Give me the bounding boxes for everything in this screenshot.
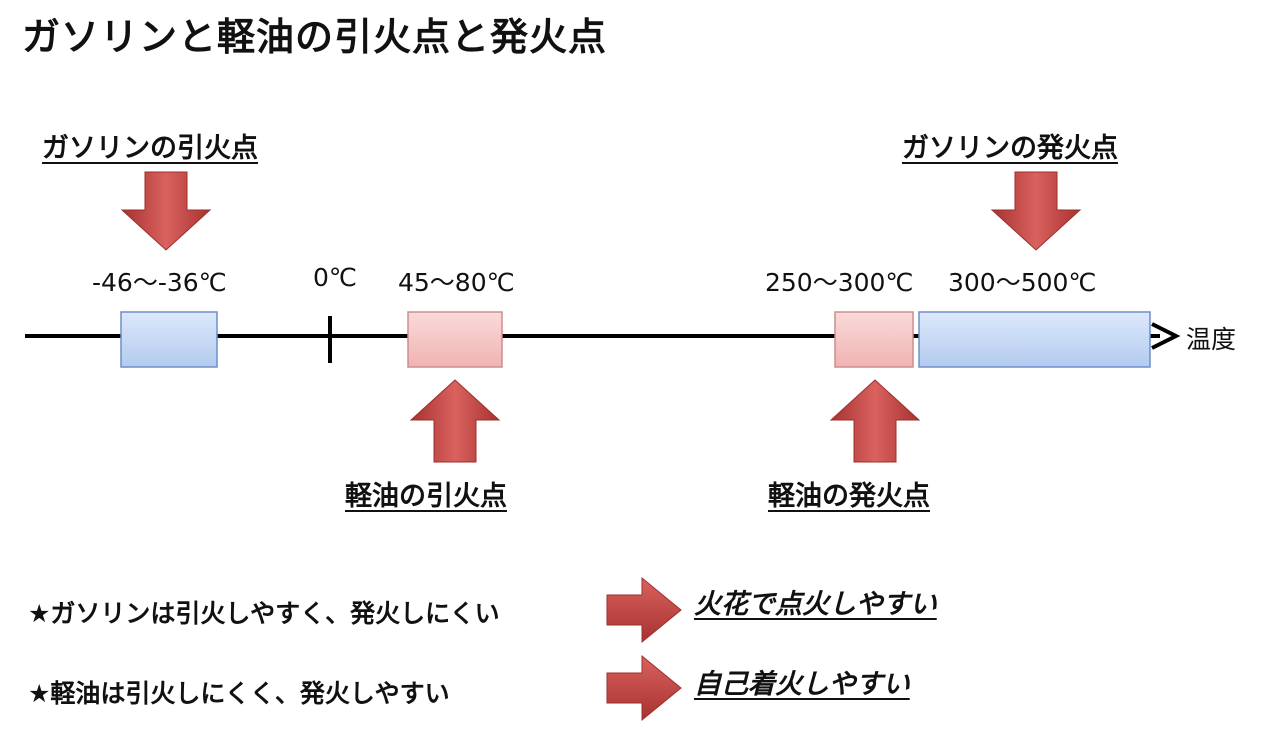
zero-degree-label: 0℃	[313, 263, 357, 292]
gasoline-ignition-range-box	[918, 311, 1151, 368]
note-2-statement: ★軽油は引火しにくく、発火しやすい	[28, 679, 450, 708]
note-2-result: 自己着火しやすい	[694, 669, 910, 700]
diesel-flash-range-label: 45〜80℃	[398, 268, 515, 297]
diesel-flash-range-box	[407, 311, 503, 368]
axis-label: 温度	[1186, 325, 1237, 354]
diesel-ignition-up-arrow-icon	[829, 379, 921, 463]
diesel-ignition-point-label: 軽油の発火点	[768, 481, 930, 512]
gasoline-flash-down-arrow-icon	[120, 171, 212, 251]
gasoline-flash-range-box	[120, 311, 218, 368]
gasoline-flash-range-label: -46〜-36℃	[92, 268, 227, 297]
gasoline-flash-point-label: ガソリンの引火点	[42, 133, 258, 164]
diesel-ignition-range-box	[834, 311, 914, 368]
note-1-right-arrow-icon	[606, 576, 682, 644]
diesel-ignition-range-label: 250〜300℃	[765, 268, 914, 297]
note-1-result: 火花で点火しやすい	[694, 589, 937, 620]
note-1-statement: ★ガソリンは引火しやすく、発火しにくい	[28, 599, 500, 628]
gasoline-ignition-down-arrow-icon	[990, 171, 1082, 251]
diesel-flash-point-label: 軽油の引火点	[345, 481, 507, 512]
diesel-flash-up-arrow-icon	[409, 379, 501, 463]
gasoline-ignition-point-label: ガソリンの発火点	[902, 133, 1118, 164]
page-title: ガソリンと軽油の引火点と発火点	[22, 15, 608, 59]
gasoline-ignition-range-label: 300〜500℃	[948, 268, 1097, 297]
note-2-right-arrow-icon	[606, 654, 682, 722]
axis-arrowhead-icon	[1151, 322, 1181, 350]
